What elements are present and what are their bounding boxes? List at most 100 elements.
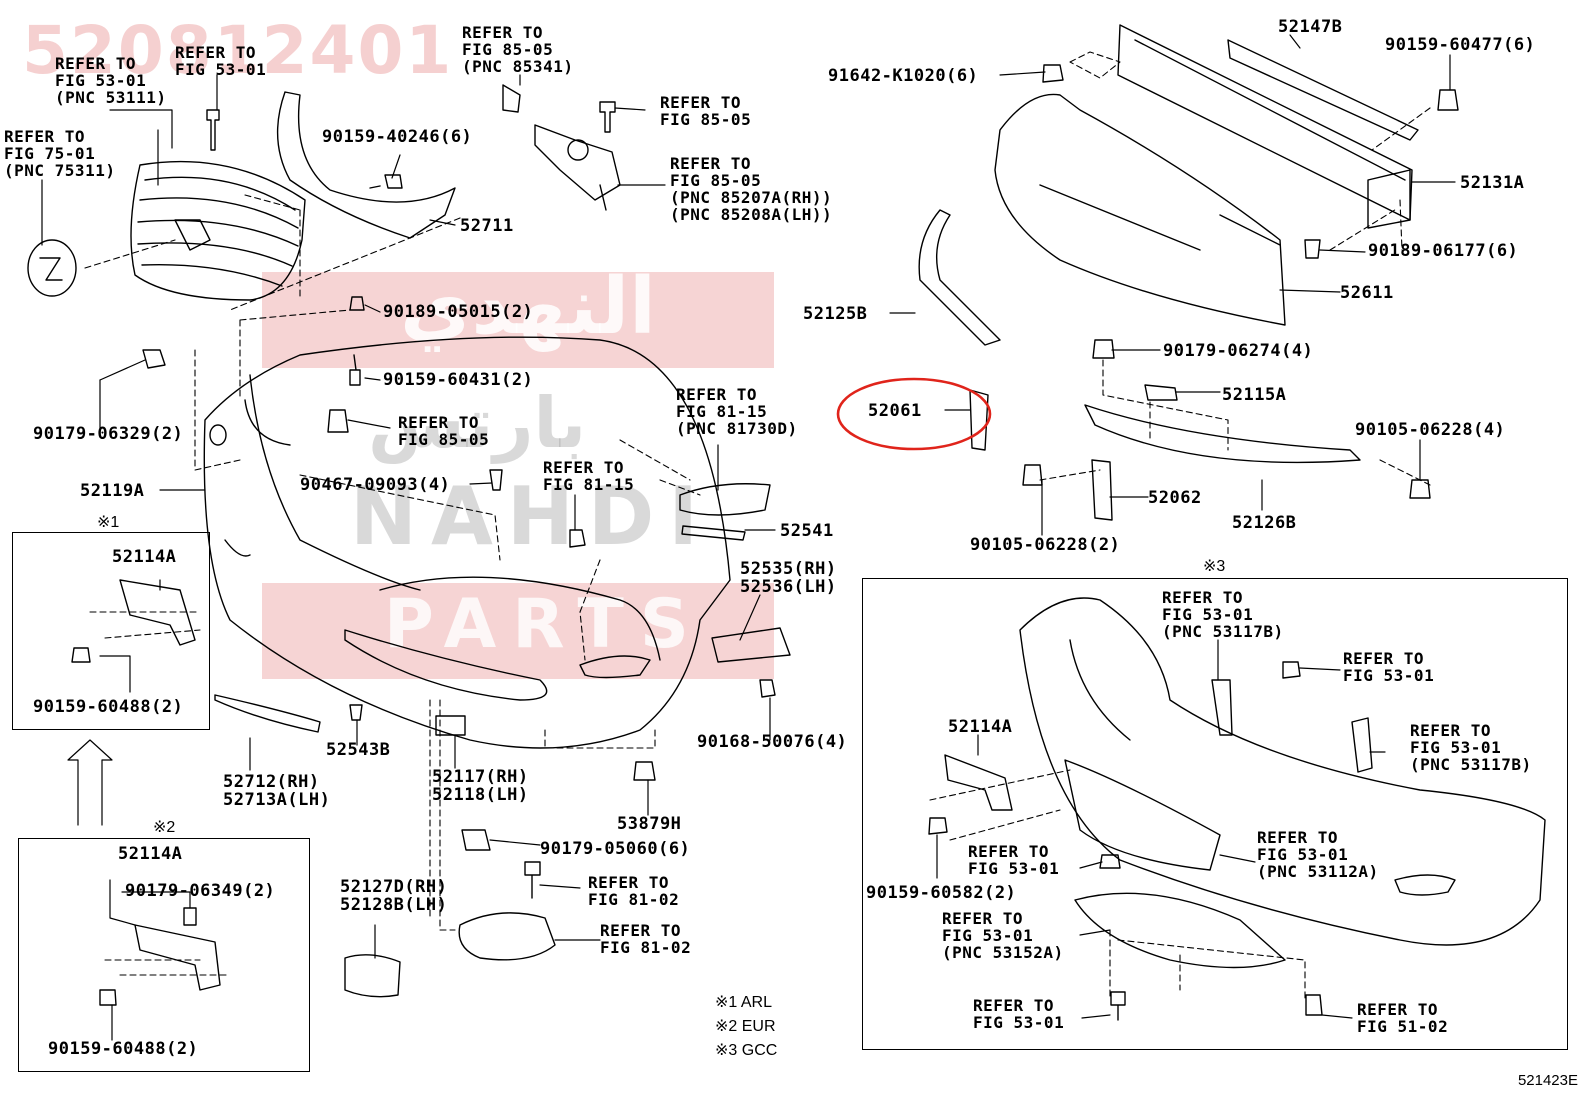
lower-molding-part [214,694,321,733]
gcc-grille-part [1064,759,1221,871]
variant-note-arl: ※1 ARL [715,994,772,1011]
part-52114a-eur: 52114A [118,844,183,864]
watermark-arabic-line2: بارتس [368,382,587,464]
reflector-part [679,483,771,516]
bracket-52062-part [1091,459,1113,521]
watermark-part-number: 520812401 [22,12,454,89]
part-90159-60488-eur: 90159-60488(2) [48,1039,199,1059]
ref-fig81-15-pnc81730d: REFER TO FIG 81-15 (PNC 81730D) [676,385,798,438]
part-52119a: 52119A [80,481,145,501]
inset-marker-eur: ※2 [153,819,176,836]
bracket-52061-part [969,389,989,451]
ref-gcc-pnc53112a: REFER TO FIG 53-01 (PNC 53112A) [1257,828,1379,881]
highlight-circle [836,377,992,451]
part-52061: 52061 [868,401,922,421]
gcc-stay-part [1211,679,1233,736]
part-90159-60431: 90159-60431(2) [383,370,534,390]
gcc-side-stay-part [1351,717,1373,773]
ref-fig81-02-b: REFER TO FIG 81-02 [600,921,692,957]
inset-marker-arl: ※1 [97,514,120,531]
bumper-cover-part [203,336,731,749]
variant-note-eur: ※2 EUR [715,1018,776,1035]
part-52147b: 52147B [1278,17,1343,37]
variant-note-gcc: ※3 GCC [715,1042,778,1059]
part-91642-k1020: 91642-K1020(6) [828,66,979,86]
ref-gcc-pnc53117b-b: REFER TO FIG 53-01 (PNC 53117B) [1410,721,1532,774]
ref-gcc-fig53-01-a: REFER TO FIG 53-01 [1343,649,1435,685]
ref-fig53-01-a: REFER TO FIG 53-01 [175,43,267,79]
ref-gcc-pnc53117b-a: REFER TO FIG 53-01 (PNC 53117B) [1162,588,1284,641]
leader-lines [41,34,1456,1041]
gcc-plate-bracket-part [944,754,1013,811]
support-bracket-part [1227,39,1419,141]
part-52125b: 52125B [803,304,868,324]
retainer-52126B-part [1084,404,1361,464]
ref-grille-pnc53111: REFER TO FIG 53-01 (PNC 53111) [55,54,167,107]
part-52535-52536: 52535(RH) 52536(LH) [740,559,837,597]
part-90159-60488-arl: 90159-60488(2) [33,697,184,717]
inset-marker-gcc: ※3 [1203,558,1226,575]
absorber-part [994,93,1286,326]
part-52115a: 52115A [1222,385,1287,405]
ref-fig85-05-a: REFER TO FIG 85-05 [660,93,752,129]
side-retainer-part [918,209,1001,346]
part-52541: 52541 [780,521,834,541]
part-90105-06228-4: 90105-06228(4) [1355,420,1506,440]
part-90159-60582: 90159-60582(2) [866,883,1017,903]
cover-strip-part [681,525,746,541]
inset-box-arl [12,532,210,730]
clip-52115A-part [1144,384,1178,401]
ref-fig85-05-pnc85341: REFER TO FIG 85-05 (PNC 85341) [462,23,574,76]
ref-gcc-pnc53152a: REFER TO FIG 53-01 (PNC 53152A) [942,909,1064,962]
watermark-band-top [262,272,774,368]
ref-gcc-fig53-01-c: REFER TO FIG 53-01 [973,996,1065,1032]
fog-cover-part [344,954,401,998]
gcc-bumper-part [1019,597,1546,946]
ref-fig81-15-a: REFER TO FIG 81-15 [543,458,635,494]
part-90179-05060: 90179-05060(6) [540,839,691,859]
part-52712-52713a: 52712(RH) 52713A(LH) [223,772,331,810]
inset-box-eur [18,838,310,1072]
part-90179-06329: 90179-06329(2) [33,424,184,444]
watermark-latin-line2: PARTS [384,585,705,664]
part-52131a: 52131A [1460,173,1525,193]
assembly-lines [84,51,1431,1001]
ref-gcc-fig51-02: REFER TO FIG 51-02 [1357,1000,1449,1036]
part-90159-40246: 90159-40246(6) [322,127,473,147]
inset-box-gcc [862,578,1568,1050]
grille-part [130,160,306,301]
emblem-part [27,239,77,297]
ref-fig85-05-b: REFER TO FIG 85-05 [398,413,490,449]
bracket-part [711,627,791,663]
part-90189-06177: 90189-06177(6) [1368,241,1519,261]
part-90189-05015: 90189-05015(2) [383,302,534,322]
part-52114a-gcc: 52114A [948,717,1013,737]
part-90179-06349: 90179-06349(2) [125,881,276,901]
washer-part [502,84,621,211]
part-52114a-arl: 52114A [112,547,177,567]
part-90159-60477: 90159-60477(6) [1385,35,1536,55]
diagram-code: 521423E [1517,1072,1578,1089]
part-90105-06228-2: 90105-06228(2) [970,535,1121,555]
ref-gcc-fig53-01-b: REFER TO FIG 53-01 [968,842,1060,878]
ref-fig81-02-a: REFER TO FIG 81-02 [588,873,680,909]
plate-bracket-arl [119,579,196,646]
part-90467-09093: 90467-09093(4) [300,475,451,495]
ref-fig75-01-pnc75311: REFER TO FIG 75-01 (PNC 75311) [4,127,116,180]
part-52543b: 52543B [326,740,391,760]
fog-lamp-part [458,912,556,961]
part-52126b: 52126B [1232,513,1297,533]
part-90179-06274: 90179-06274(4) [1163,341,1314,361]
plate-bracket-eur [134,924,221,991]
part-90168-50076: 90168-50076(4) [697,732,848,752]
reinforcement-part [1117,24,1413,229]
molding-part [276,91,456,239]
part-52127d-52128b: 52127D(RH) 52128B(LH) [340,877,448,915]
part-52711: 52711 [460,216,514,236]
ref-fig85-05-pnc85207a: REFER TO FIG 85-05 (PNC 85207A(RH)) (PNC… [670,154,833,224]
gcc-undercover-part [1074,892,1286,969]
watermark-latin-line1: NAHDI [350,470,712,563]
small-cover-part [435,715,466,736]
